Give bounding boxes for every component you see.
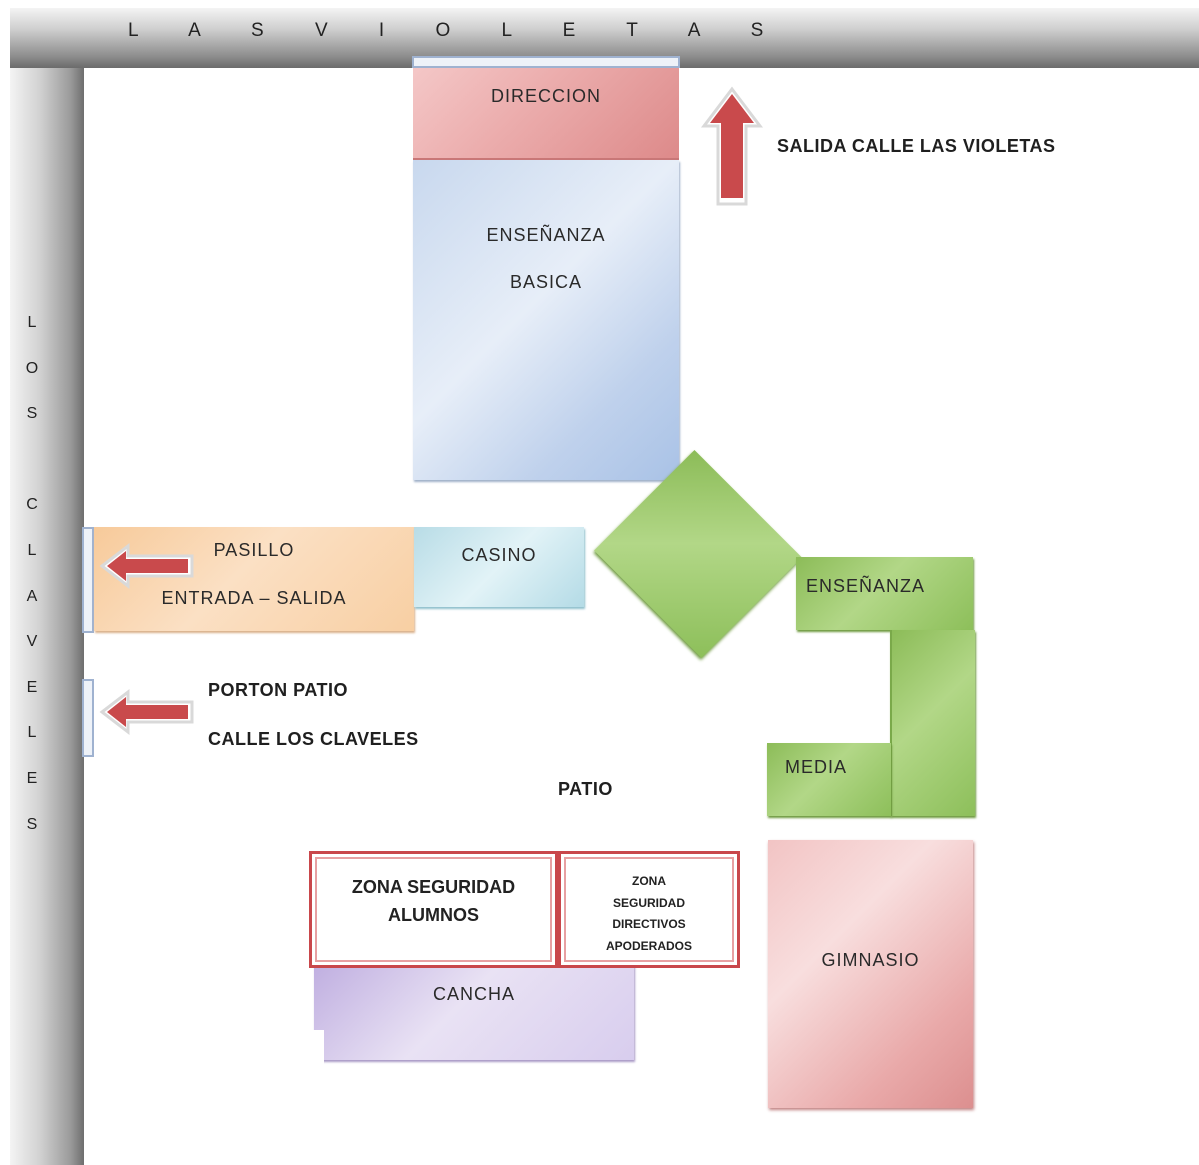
patio-label: PATIO bbox=[558, 779, 613, 799]
cancha-notch bbox=[312, 1030, 324, 1065]
exit-violetas-label: SALIDA CALLE LAS VIOLETAS bbox=[777, 136, 1056, 156]
media-label-line1: ENSEÑANZA bbox=[806, 576, 926, 596]
safety-zone-staff-line2: SEGURIDAD bbox=[612, 895, 685, 910]
building-direccion: DIRECCION bbox=[413, 68, 679, 160]
porton-label-line1: PORTON PATIO bbox=[208, 680, 349, 700]
street-top-label: L A S V I O L E T A S bbox=[128, 20, 787, 41]
safety-zone-staff-line3: DIRECTIVOS bbox=[612, 917, 686, 931]
cancha-label: CANCHA bbox=[432, 984, 515, 1004]
direccion-label: DIRECCION bbox=[490, 86, 601, 106]
street-left-letter: S bbox=[26, 815, 38, 833]
exit-arrow-up-icon bbox=[700, 86, 764, 206]
street-left-letter: S bbox=[26, 405, 38, 423]
main-entrance-door bbox=[412, 56, 680, 68]
building-media-top bbox=[796, 557, 973, 630]
cancha: CANCHA bbox=[314, 962, 634, 1060]
building-gimnasio: GIMNASIO bbox=[768, 840, 973, 1108]
safety-zone-students: ZONA SEGURIDAD ALUMNOS bbox=[309, 851, 558, 968]
porton-label-line2: CALLE LOS CLAVELES bbox=[208, 729, 419, 749]
safety-zone-staff-line4: APODERADOS bbox=[605, 938, 692, 953]
pasillo-gate bbox=[82, 527, 94, 633]
street-left-letter bbox=[20, 437, 44, 483]
building-media-diamond bbox=[594, 450, 802, 658]
safety-zone-students-line1: ZONA SEGURIDAD bbox=[351, 877, 516, 897]
street-left-letter: O bbox=[25, 359, 39, 377]
street-left-letter: L bbox=[27, 724, 37, 742]
pasillo-label-line1: PASILLO bbox=[213, 540, 295, 560]
building-ensenanza-basica: ENSEÑANZA BASICA bbox=[413, 160, 679, 480]
pasillo-label-line2: ENTRADA – SALIDA bbox=[161, 588, 347, 608]
street-left-letter: E bbox=[26, 769, 38, 787]
casino-label: CASINO bbox=[461, 545, 537, 565]
safety-zone-staff-line1: ZONA bbox=[632, 874, 666, 888]
street-left-letter: V bbox=[26, 633, 38, 651]
building-media-column bbox=[890, 630, 975, 816]
basica-label-line2: BASICA bbox=[509, 272, 583, 292]
basica-label-line1: ENSEÑANZA bbox=[486, 225, 606, 245]
street-left-letter: C bbox=[26, 496, 38, 514]
street-left-letter: L bbox=[27, 541, 37, 559]
building-casino: CASINO bbox=[414, 527, 584, 607]
arrow-left-icon bbox=[99, 688, 194, 736]
safety-zone-students-line2: ALUMNOS bbox=[388, 905, 479, 925]
street-left-letter: E bbox=[26, 678, 38, 696]
street-left-label: L O S C L A V E L E S bbox=[20, 300, 44, 847]
safety-zone-staff: ZONA SEGURIDAD DIRECTIVOS APODERADOS bbox=[558, 851, 740, 968]
pasillo-entrada-salida: PASILLO ENTRADA – SALIDA bbox=[94, 527, 414, 631]
media-label-line2: MEDIA bbox=[785, 757, 848, 777]
street-left-letter: A bbox=[26, 587, 38, 605]
street-los-claveles bbox=[10, 68, 84, 1165]
street-left-letter: L bbox=[27, 314, 37, 331]
porton-gate bbox=[82, 679, 94, 757]
building-media-bottom bbox=[767, 743, 891, 816]
gimnasio-label: GIMNASIO bbox=[821, 950, 920, 970]
arrow-left-icon bbox=[99, 542, 194, 590]
